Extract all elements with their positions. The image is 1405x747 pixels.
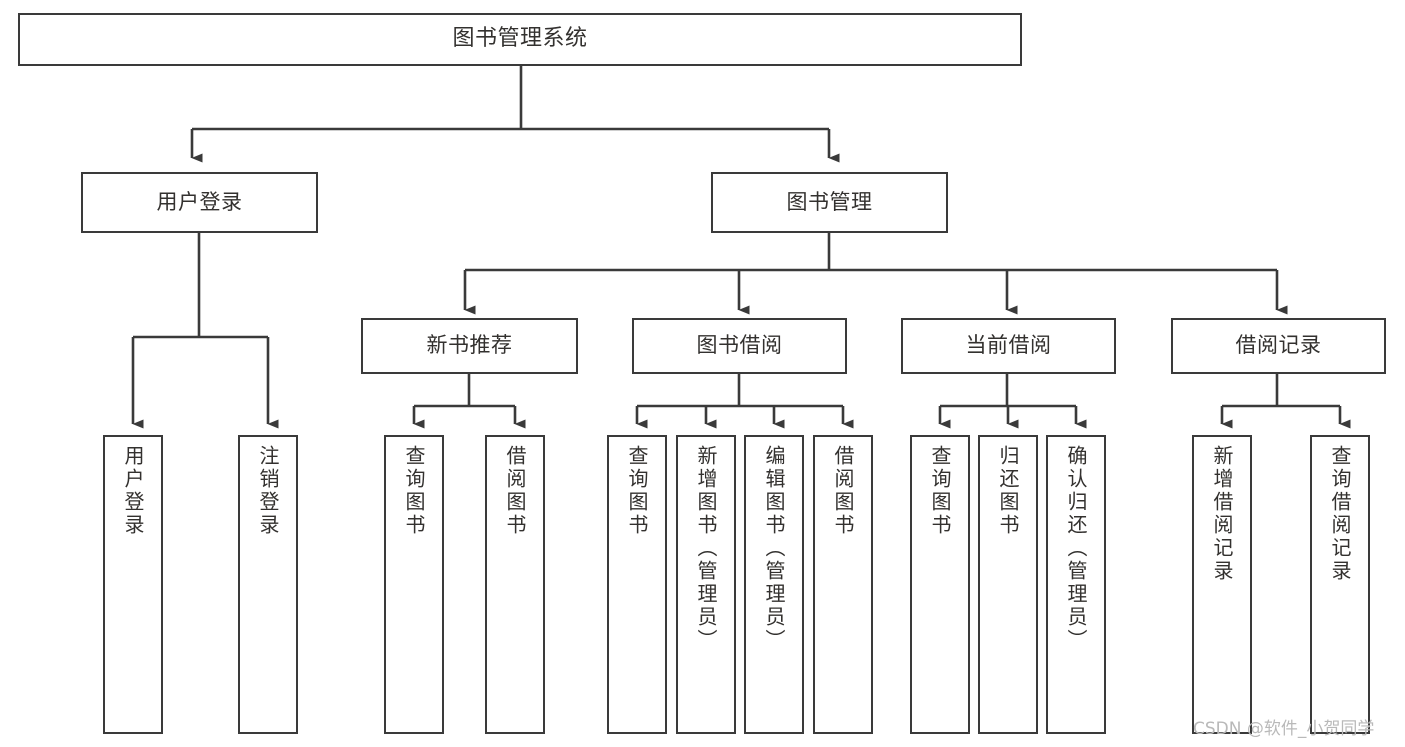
node-label: 编辑图书（管理员）: [762, 445, 786, 652]
node-label: 用户登录: [121, 445, 145, 537]
node-label: 借阅图书: [503, 445, 527, 537]
node-label: 当前借阅: [965, 333, 1052, 358]
node-label: 查询借阅记录: [1328, 445, 1352, 583]
node-new-book-recommend[interactable]: 新书推荐: [361, 318, 578, 374]
leaf-borrow-edit-book-admin[interactable]: 编辑图书（管理员）: [744, 435, 804, 734]
node-book-management[interactable]: 图书管理: [711, 172, 948, 233]
node-label: 新书推荐: [426, 333, 513, 358]
leaf-user-login-login[interactable]: 用户登录: [103, 435, 163, 734]
leaf-borrow-borrow-book[interactable]: 借阅图书: [813, 435, 873, 734]
node-label: 查询图书: [928, 445, 952, 537]
node-user-login[interactable]: 用户登录: [81, 172, 318, 233]
leaf-borrow-query-book[interactable]: 查询图书: [607, 435, 667, 734]
node-label: 查询图书: [402, 445, 426, 537]
node-label: 新增图书（管理员）: [694, 445, 718, 652]
node-label: 归还图书: [996, 445, 1020, 537]
node-root-system[interactable]: 图书管理系统: [18, 13, 1022, 66]
leaf-user-login-logout[interactable]: 注销登录: [238, 435, 298, 734]
node-label: 查询图书: [625, 445, 649, 537]
leaf-record-add-record[interactable]: 新增借阅记录: [1192, 435, 1252, 734]
leaf-record-query-record[interactable]: 查询借阅记录: [1310, 435, 1370, 734]
node-book-borrow[interactable]: 图书借阅: [632, 318, 847, 374]
leaf-recommend-borrow-book[interactable]: 借阅图书: [485, 435, 545, 734]
leaf-recommend-query-book[interactable]: 查询图书: [384, 435, 444, 734]
node-label: 确认归还（管理员）: [1064, 445, 1088, 652]
node-label: 借阅记录: [1235, 333, 1322, 358]
leaf-borrow-add-book-admin[interactable]: 新增图书（管理员）: [676, 435, 736, 734]
leaf-current-query-book[interactable]: 查询图书: [910, 435, 970, 734]
csdn-watermark: CSDN @软件_小贺同学: [1193, 719, 1375, 739]
leaf-current-confirm-return-admin[interactable]: 确认归还（管理员）: [1046, 435, 1106, 734]
node-label: 用户登录: [156, 189, 243, 214]
node-label: 新增借阅记录: [1210, 445, 1234, 583]
node-label: 图书管理: [786, 189, 873, 214]
node-current-borrow[interactable]: 当前借阅: [901, 318, 1116, 374]
node-label: 注销登录: [256, 445, 280, 537]
node-label: 图书管理系统: [452, 26, 588, 52]
leaf-current-return-book[interactable]: 归还图书: [978, 435, 1038, 734]
node-label: 图书借阅: [696, 333, 783, 358]
node-borrow-record[interactable]: 借阅记录: [1171, 318, 1386, 374]
node-label: 借阅图书: [831, 445, 855, 537]
